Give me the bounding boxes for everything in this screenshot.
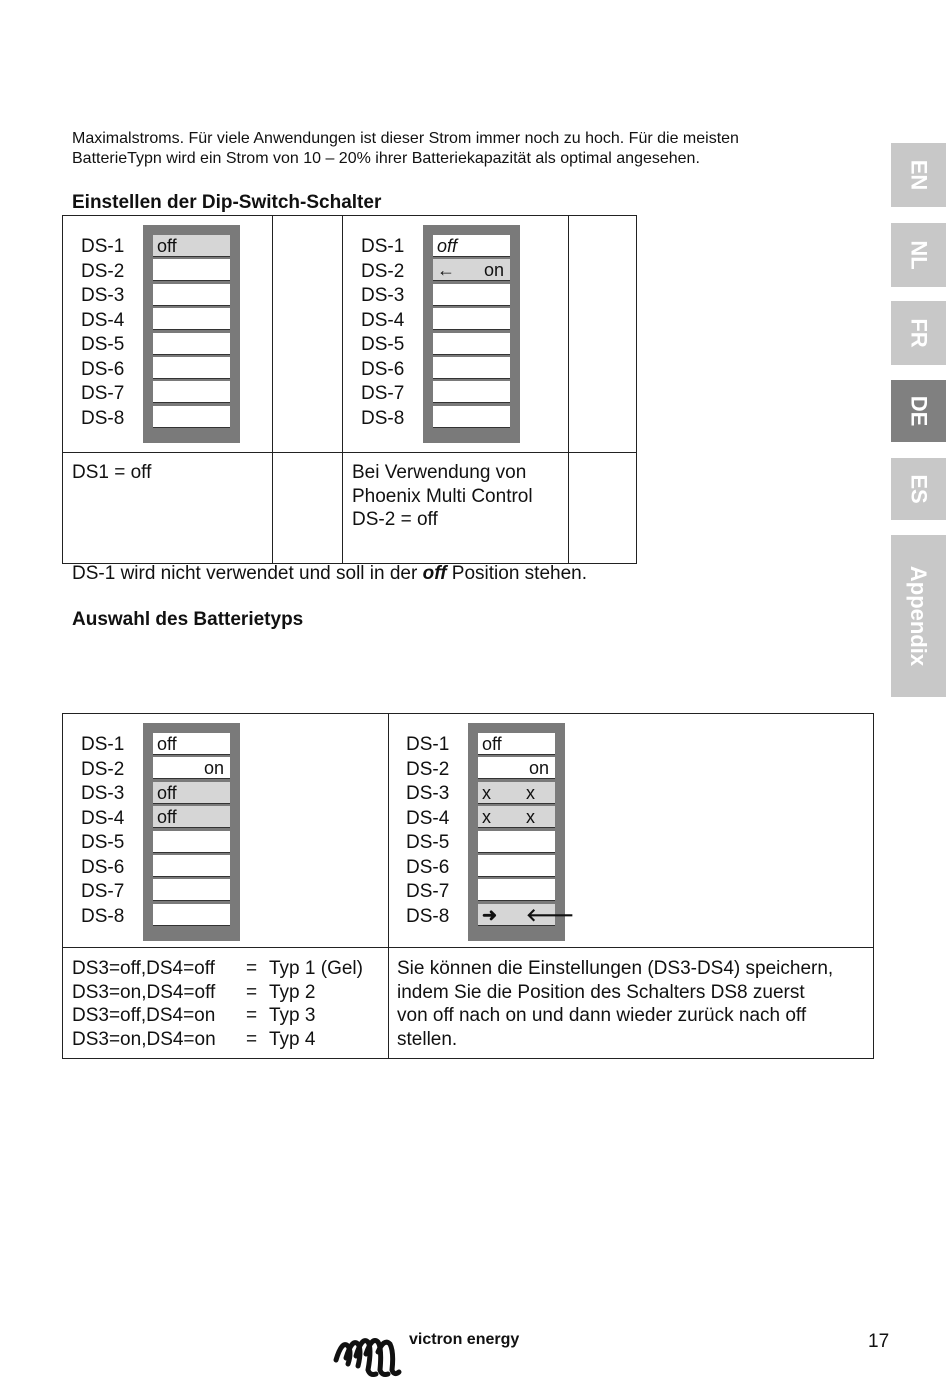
section-heading-battery-type: Auswahl des Batterietyps (72, 609, 304, 630)
switch-slot (153, 854, 230, 877)
ds-label-list: DS-1 DS-2 DS-3 DS-4 DS-5 DS-6 DS-7 DS-8 (81, 235, 124, 431)
switch-slot: off (153, 806, 230, 829)
switch-slot (433, 308, 510, 331)
ds-label: DS-4 (81, 309, 125, 331)
arrow-right-icon: ➜ (482, 904, 498, 925)
ds-label-list: DS-1 DS-2 DS-3 DS-4 DS-5 DS-6 DS-7 DS-8 (361, 235, 404, 431)
battery-type-row: DS3=off,DS4=on=Typ 3 (72, 1005, 316, 1026)
ds-label: DS-5 (361, 334, 405, 355)
battery-type-list: DS3=off,DS4=off=Typ 1 (Gel) DS3=on,DS4=o… (72, 957, 363, 1051)
ds-label: DS-8 (81, 905, 125, 927)
ds-label: DS-4 (406, 807, 450, 829)
switch-slot (153, 830, 230, 853)
switch-slot (153, 405, 230, 428)
ds-label: DS-3 (361, 285, 405, 306)
dip-switch-block: off ← on (423, 225, 520, 443)
tab-fr[interactable]: FR (891, 301, 946, 365)
battery-type-row: DS3=off,DS4=off=Typ 1 (Gel) (72, 958, 363, 979)
switch-slot (433, 332, 510, 355)
ds-label: DS-4 (361, 309, 405, 331)
switch-slot: ← on (433, 259, 510, 282)
ds-label: DS-1 (406, 734, 450, 755)
ds-label: DS-7 (406, 881, 450, 902)
ds-label: DS-8 (361, 407, 405, 429)
ds-label: DS-5 (81, 334, 125, 355)
switch-slot (153, 283, 230, 306)
switch-slot (478, 854, 555, 877)
tab-nl[interactable]: NL (891, 223, 946, 287)
section-heading-dip-switch: Einstellen der Dip-Switch-Schalter (72, 192, 382, 213)
switch-slot: on (478, 757, 555, 780)
intro-paragraph: Maximalstroms. Für viele Anwendungen ist… (72, 130, 739, 167)
ds1-unused-note: DS-1 wird nicht verwendet und soll in de… (72, 563, 588, 584)
page-number: 17 (868, 1331, 890, 1352)
switch-slot (153, 308, 230, 331)
brand-name: victron energy (409, 1331, 520, 1348)
switch-slot (153, 879, 230, 902)
ds-label: DS-1 (361, 236, 405, 257)
ds-label: DS-2 (81, 758, 125, 780)
ds-label: DS-3 (81, 285, 125, 306)
ds-label: DS-7 (81, 881, 125, 902)
switch-slot: on (153, 757, 230, 780)
ds-label: DS-3 (81, 783, 125, 804)
switch-slot: ➜ 🡐 (478, 903, 574, 926)
victron-logo-icon (333, 1338, 402, 1377)
switch-slot: off (478, 733, 555, 755)
ds-label: DS-1 (81, 734, 125, 755)
switch-slot (153, 903, 230, 926)
tab-en[interactable]: EN (891, 143, 946, 207)
arrow-left-icon: 🡐 (526, 904, 575, 925)
ds-label: DS-6 (81, 358, 125, 380)
tab-appendix[interactable]: Appendix (891, 535, 946, 697)
switch-slot (433, 356, 510, 379)
ds1-note: DS1 = off (72, 462, 152, 483)
multi-control-note: Bei Verwendung von Phoenix Multi Control… (352, 462, 533, 530)
switch-slot: off (433, 235, 510, 257)
tab-de[interactable]: DE (891, 380, 946, 442)
ds-label-list: DS-1 DS-2 DS-3 DS-4 DS-5 DS-6 DS-7 DS-8 (81, 733, 124, 929)
save-settings-note: Sie können die Einstellungen (DS3-DS4) s… (397, 958, 834, 1050)
switch-slot (153, 356, 230, 379)
battery-type-row: DS3=on,DS4=on=Typ 4 (72, 1028, 316, 1050)
arrow-left-icon: ← (437, 260, 455, 281)
switch-slot (153, 381, 230, 404)
tab-es[interactable]: ES (891, 458, 946, 520)
ds-label: DS-2 (361, 260, 405, 282)
ds-label: DS-3 (406, 783, 450, 804)
ds-label: DS-6 (406, 856, 450, 878)
switch-slot (153, 259, 230, 282)
ds-label: DS-4 (81, 807, 125, 829)
switch-slot: off (153, 781, 230, 804)
switch-slot (478, 879, 555, 902)
ds-label: DS-1 (81, 236, 125, 257)
switch-slot (153, 332, 230, 355)
ds-label: DS-5 (81, 832, 125, 853)
ds-label: DS-8 (406, 905, 450, 927)
ds-label: DS-7 (361, 383, 405, 404)
ds-label: DS-5 (406, 832, 450, 853)
ds-label: DS-8 (81, 407, 125, 429)
ds-label-list: DS-1 DS-2 DS-3 DS-4 DS-5 DS-6 DS-7 DS-8 (406, 733, 449, 929)
switch-slot (433, 283, 510, 306)
dip-switch-block: off on off off (143, 723, 240, 941)
battery-type-row: DS3=on,DS4=off=Typ 2 (72, 981, 316, 1003)
ds-label: DS-7 (81, 383, 125, 404)
ds-label: DS-2 (406, 758, 450, 780)
dip-switch-block: off (143, 225, 240, 443)
switch-slot (433, 381, 510, 404)
switch-slot (478, 830, 555, 853)
switch-slot (433, 405, 510, 428)
ds-label: DS-6 (81, 856, 125, 878)
switch-slot: off (153, 733, 230, 755)
ds-label: DS-6 (361, 358, 405, 380)
ds-label: DS-2 (81, 260, 125, 282)
switch-slot: off (153, 235, 230, 257)
